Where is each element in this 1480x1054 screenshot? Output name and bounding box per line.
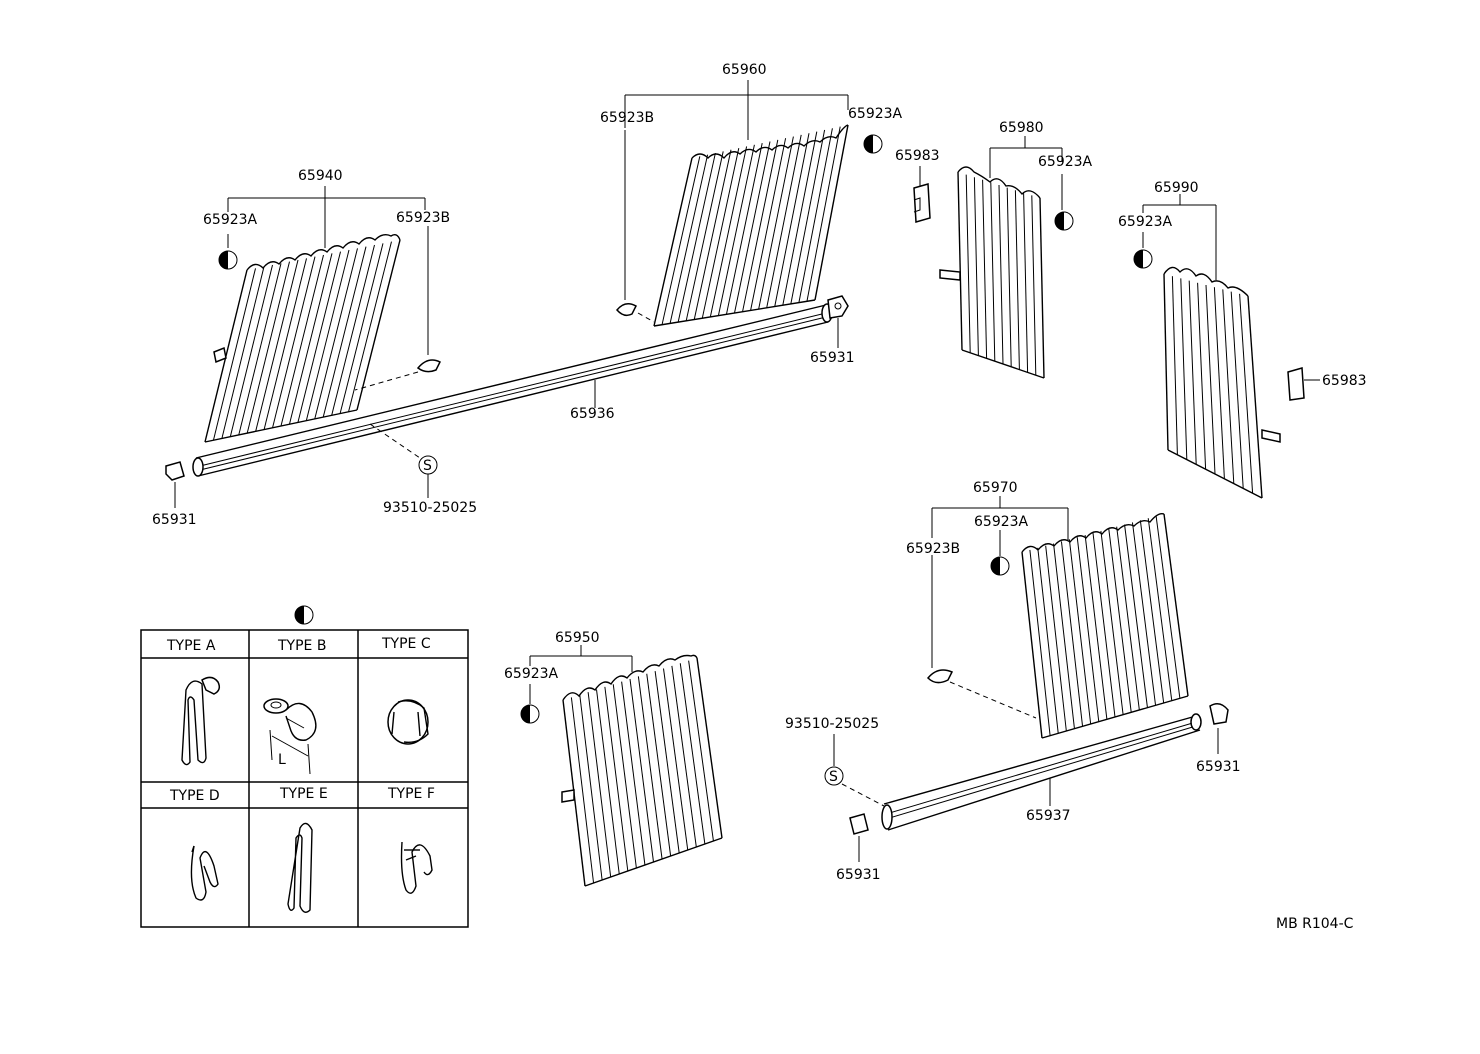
curtain-65950 [561,654,723,887]
type-f-hook-icon [400,841,433,894]
clip-type-b-940 [416,359,442,373]
label-65936: 65936 [570,406,615,422]
label-65990: 65990 [1154,180,1199,196]
end-cap-65931-mid [827,295,849,319]
clip-types-table [140,629,469,928]
type-b-pin-icon: L [263,698,317,775]
label-65931-mid: 65931 [810,350,855,366]
hook-65983-right [1287,367,1305,401]
type-f-label: TYPE F [387,786,435,802]
reference-code: MB R104-C [1276,916,1354,932]
curtain-65980 [939,166,1045,379]
half-filled-circle-icon [294,605,314,625]
end-cap-65931-left [165,461,185,481]
label-65950: 65950 [555,630,600,646]
curtain-65990 [1163,266,1281,499]
label-65923a-970: 65923A [974,514,1029,530]
half-filled-circle-icon [520,704,540,724]
curtain-65940 [204,233,401,443]
label-65923a-940: 65923A [203,212,258,228]
type-b-label: TYPE B [277,638,326,654]
label-93510-left: 93510-25025 [383,500,477,516]
label-65960: 65960 [722,62,767,78]
type-c-knob-icon [387,699,429,745]
half-filled-circle-icon [1133,249,1153,269]
type-e-hook-icon [287,822,313,913]
label-65923b-970: 65923B [906,541,960,557]
curtain-65960 [653,124,849,327]
label-65923a-top: 65923A [848,106,903,122]
label-65923a-980: 65923A [1038,154,1093,170]
curtain-65970 [1021,512,1189,739]
label-65931-right: 65931 [1196,759,1241,775]
end-cap-65931-right [1209,703,1229,725]
label-65923a-990: 65923A [1118,214,1173,230]
svg-text:S: S [829,769,838,785]
type-e-label: TYPE E [279,786,328,802]
label-65980: 65980 [999,120,1044,136]
label-65931-bottom: 65931 [836,867,881,883]
svg-text:L: L [278,752,286,768]
half-filled-circle-icon [863,134,883,154]
label-65940: 65940 [298,168,343,184]
label-65937: 65937 [1026,808,1071,824]
label-65923a-950: 65923A [504,666,559,682]
s-circle-icon: S [824,766,844,786]
type-a-hook-icon [181,676,221,766]
bracket-65960 [624,80,849,140]
type-d-label: TYPE D [169,788,220,804]
type-d-hook-icon [190,845,219,901]
hook-65983-top [913,183,931,223]
label-65931-left: 65931 [152,512,197,528]
label-65923b-940: 65923B [396,210,450,226]
rail-65937 [881,713,1202,831]
label-65983-right: 65983 [1322,373,1367,389]
end-cap-65931-bottom [849,813,869,835]
bracket-65950 [529,645,633,704]
bracket-65940 [227,186,429,355]
s-circle-icon: S [418,455,438,475]
half-filled-circle-icon [218,250,238,270]
label-93510-right: 93510-25025 [785,716,879,732]
type-a-label: TYPE A [166,638,216,654]
half-filled-circle-icon [990,556,1010,576]
bracket-65980 [989,136,1063,210]
bracket-65990 [1142,194,1217,280]
svg-text:S: S [423,458,432,474]
label-65923b-top: 65923B [600,110,654,126]
half-filled-circle-icon [1054,211,1074,231]
bracket-65970 [931,496,1069,668]
clip-type-b-970 [926,669,954,684]
label-65970: 65970 [973,480,1018,496]
clip-type-b [616,303,637,317]
label-65983-top: 65983 [895,148,940,164]
type-c-label: TYPE C [381,636,431,652]
